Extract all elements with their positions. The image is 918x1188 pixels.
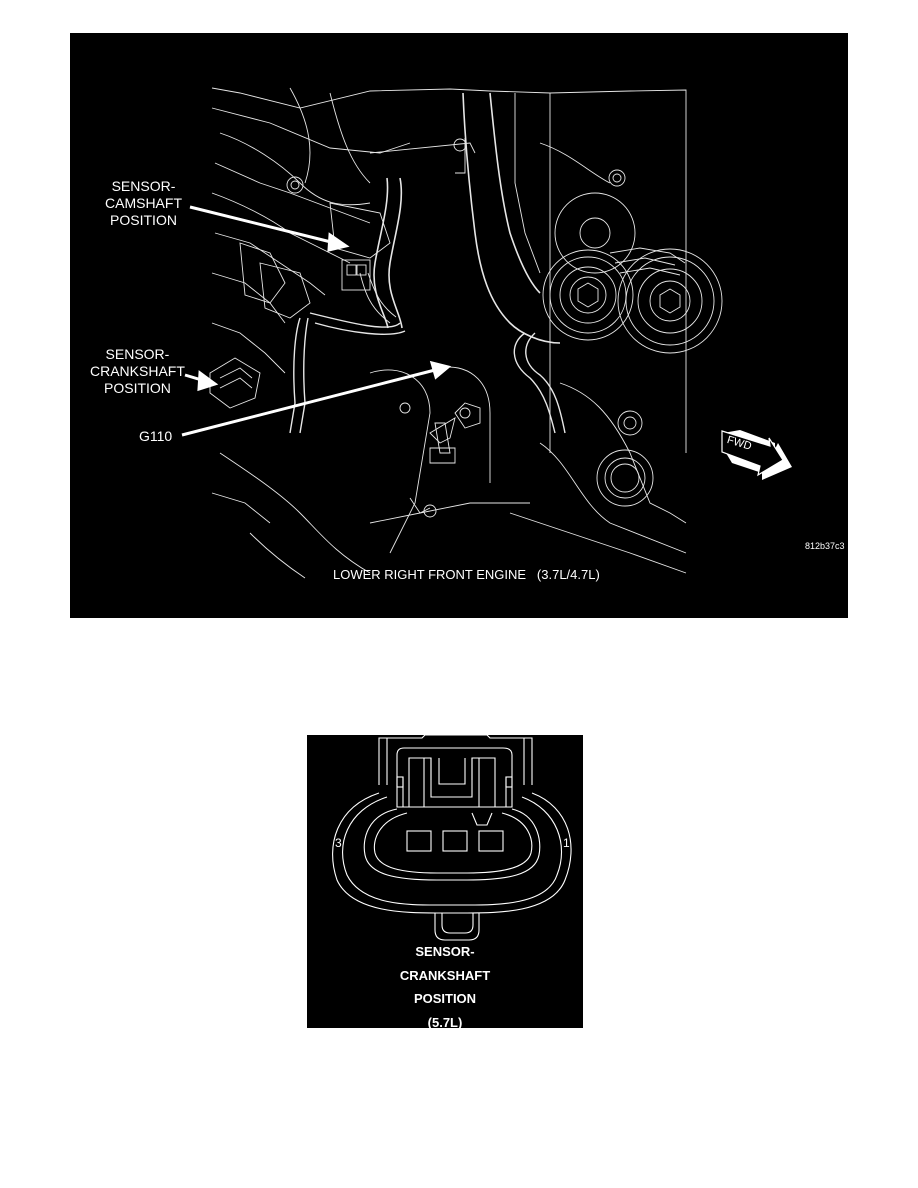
caption-line: CRANKSHAFT	[399, 967, 491, 983]
caption-line: POSITION	[413, 991, 477, 1006]
caption-line: SENSOR-	[415, 944, 475, 959]
pin-label-3: 3	[335, 836, 342, 850]
label-line: SENSOR-	[105, 346, 170, 362]
label-line: SENSOR-	[111, 178, 176, 194]
caption-line: (5.7L)	[427, 1014, 463, 1029]
label-line: CAMSHAFT	[105, 195, 182, 211]
label-ground-g110: G110	[139, 428, 173, 444]
pin-label-1: 1	[563, 836, 570, 850]
label-line: POSITION	[110, 212, 177, 228]
fwd-arrow-icon	[721, 430, 792, 480]
engine-illustration-panel: SENSOR- CAMSHAFT POSITION SENSOR- CRANKS…	[70, 33, 848, 618]
label-line: POSITION	[104, 380, 171, 396]
figure-caption: LOWER RIGHT FRONT ENGINE (3.7L/4.7L)	[333, 567, 600, 582]
image-code: 812b37c3	[805, 541, 845, 551]
connector-caption: SENSOR- CRANKSHAFT POSITION (5.7L)	[365, 940, 525, 1028]
connector-illustration-panel: 3 1 SENSOR- CRANKSHAFT POSITION (5.7L)	[307, 735, 583, 1028]
label-sensor-crankshaft-position: SENSOR- CRANKSHAFT POSITION	[90, 346, 185, 397]
connector-line-art	[332, 735, 572, 941]
label-sensor-camshaft-position: SENSOR- CAMSHAFT POSITION	[105, 178, 182, 229]
engine-line-art	[181, 87, 792, 579]
label-line: CRANKSHAFT	[90, 363, 185, 379]
